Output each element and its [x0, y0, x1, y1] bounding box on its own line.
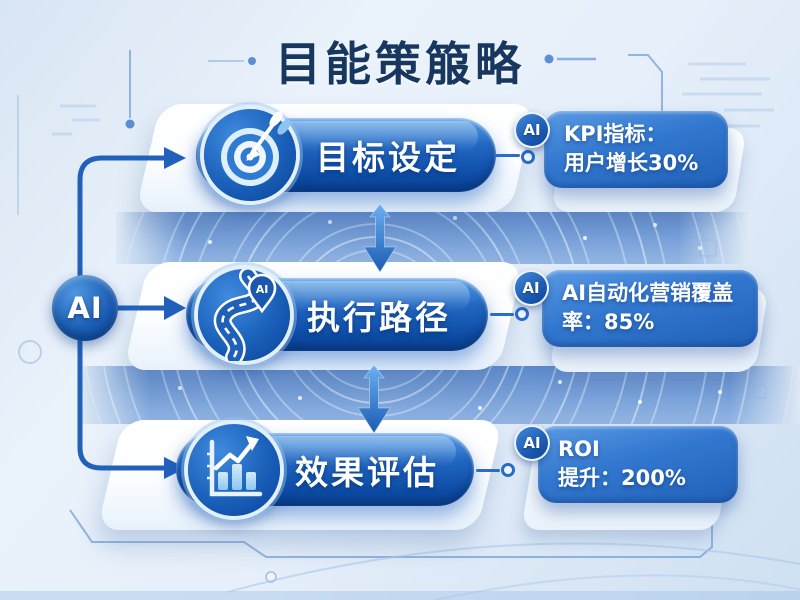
execution-path-pill: AI 执行路径 [186, 269, 488, 361]
road-icon: AI [198, 269, 290, 361]
circle-decoration [18, 340, 42, 364]
kpi-callout-line1: KPI指标： [564, 122, 667, 146]
coverage-callout: AI自动化营销覆盖 率：85% [542, 270, 758, 347]
roi-callout-line1: ROI [558, 437, 600, 461]
connector-line-goal [494, 154, 520, 157]
goal-setting-label: 目标设定 [316, 138, 460, 177]
coverage-callout-line2: 率：85% [562, 310, 655, 335]
connector-ring-eval [501, 463, 515, 477]
circuit-decorations [69, 50, 713, 558]
connector-ring-path [515, 307, 529, 321]
coverage-callout-line1: AI自动化营销覆盖 [562, 281, 734, 305]
ai-badge-label: AI [522, 279, 540, 297]
execution-path-label: 执行路径 [307, 297, 451, 337]
ai-badge-goal: AI [514, 112, 550, 148]
ai-badge-eval: AI [514, 425, 550, 461]
roi-callout: ROI 提升：200% [538, 426, 738, 503]
square-decoration [699, 239, 717, 257]
effect-evaluation-pill: 效果评估 [176, 424, 474, 516]
target-icon [204, 109, 296, 201]
square-decoration [753, 385, 767, 399]
bottom-arcs [227, 542, 800, 600]
effect-evaluation-label: 效果评估 [295, 452, 439, 492]
bottom-strip [0, 591, 800, 600]
connector-line-eval [476, 469, 500, 472]
ai-hub-node: AI [52, 275, 118, 341]
ai-badge-label: AI [523, 434, 541, 452]
connector-line-path [490, 313, 514, 316]
arrowhead-row3 [164, 457, 186, 479]
page-title: 目能策箙略 [275, 37, 525, 91]
goal-setting-pill: 目标设定 [196, 109, 496, 201]
ai-badge-path: AI [513, 270, 549, 306]
ai-hub-label: AI [67, 291, 103, 325]
pin-ai-label: AI [256, 283, 269, 296]
arrowhead-row2 [164, 296, 186, 320]
ai-location-pin [247, 273, 277, 314]
kpi-callout-line2: 用户增长30% [564, 151, 699, 176]
arrowhead-row1 [164, 147, 186, 169]
kpi-callout: KPI指标： 用户增长30% [544, 111, 728, 188]
ai-badge-label: AI [523, 121, 541, 139]
bar-chart-icon [188, 424, 280, 516]
dash-decorations [52, 62, 774, 136]
connector-ring-goal [521, 150, 535, 164]
roi-callout-line2: 提升：200% [558, 466, 686, 491]
